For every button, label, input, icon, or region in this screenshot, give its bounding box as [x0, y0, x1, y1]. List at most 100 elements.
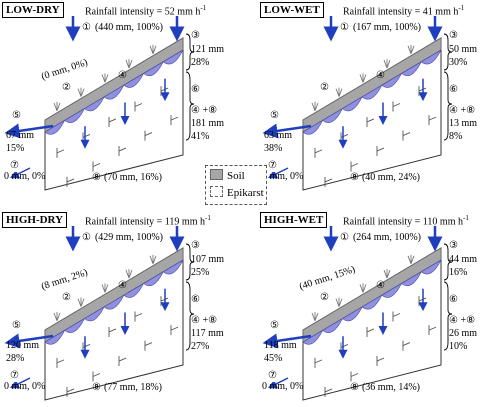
legend-epikarst-label: Epikarst	[227, 187, 264, 199]
high-dry-vegetation	[149, 254, 157, 264]
high-dry-brace-bottom	[185, 281, 195, 351]
rainfall-text: Rainfall intensity = 119 mm h	[85, 216, 205, 228]
low-wet-epikarst-water	[302, 49, 442, 135]
marker-8: ⑧	[350, 172, 359, 183]
high-wet-c3-mm: 44 mm	[449, 254, 478, 265]
low-wet-rainfall-intensity: Rainfall intensity = 41 mm h-1	[343, 4, 464, 17]
c8-value: (70 mm, 16%)	[103, 172, 163, 183]
input-value: (440 mm, 100%)	[94, 22, 164, 33]
high-dry-vegetation	[101, 283, 109, 293]
high-dry-c3-pct: 25%	[191, 267, 210, 278]
low-wet-marker-2: ②	[320, 82, 329, 93]
high-wet-fracture	[376, 356, 385, 367]
legend-soil: Soil	[210, 169, 245, 182]
low-dry-vegetation	[101, 73, 109, 83]
unit-superscript: -1	[458, 4, 465, 12]
high-wet-vegetation	[407, 254, 415, 264]
low-wet-c3-mm: 50 mm	[449, 44, 478, 55]
high-dry-vegetation	[77, 297, 85, 307]
high-dry-marker-2: ②	[62, 292, 71, 303]
high-wet-lateral-flow-arrow	[262, 333, 312, 349]
high-wet-c48-pct: 10%	[449, 341, 468, 352]
unit-superscript: -1	[204, 214, 211, 222]
low-dry-lateral-flow-arrow	[4, 123, 54, 139]
marker-8: ⑧	[350, 382, 359, 393]
high-wet-fracture	[314, 357, 323, 368]
low-dry-c5-mm: 67 mm	[6, 130, 35, 141]
high-wet-brace-top	[443, 243, 453, 281]
low-wet-c48-pct: 8%	[449, 131, 463, 142]
high-dry-fracture	[108, 326, 117, 337]
high-dry-rainfall-intensity: Rainfall intensity = 119 mm h-1	[85, 214, 211, 227]
high-dry-c5-pct: 28%	[6, 353, 25, 364]
low-dry-vegetation	[125, 59, 133, 69]
low-wet-vegetation	[311, 101, 319, 112]
legend-soil-label: Soil	[227, 170, 245, 182]
low-dry-marker-7: ⑦	[10, 160, 19, 172]
low-dry-tag: LOW-DRY	[2, 2, 64, 18]
low-dry-c5-pct: 15%	[6, 143, 25, 154]
rainfall-text: Rainfall intensity = 110 mm h	[343, 216, 463, 228]
low-dry-epikarst-water	[44, 49, 184, 135]
low-wet-marker-6: ⑥	[449, 84, 458, 95]
input-value: (167 mm, 100%)	[352, 22, 422, 33]
high-dry-marker-6: ⑥	[191, 294, 200, 305]
high-wet-c5-mm: 118 mm	[264, 340, 297, 351]
low-wet-marker-3: ③	[449, 30, 458, 41]
high-dry-brace-top	[185, 243, 195, 281]
high-dry-marker-7: ⑦	[10, 370, 19, 382]
high-wet-marker-4-8: ④ +⑧	[449, 315, 476, 326]
high-wet-c48-mm: 26 mm	[449, 328, 478, 339]
c8-value: (40 mm, 24%)	[361, 172, 421, 183]
high-dry-tag: HIGH-DRY	[2, 212, 68, 228]
high-wet-deep-arrow	[267, 377, 289, 389]
low-wet-input-rain: ①(167 mm, 100%)	[340, 22, 421, 34]
high-dry-deep-arrow	[9, 377, 31, 389]
legend: Soil Epikarst	[205, 165, 267, 205]
low-wet-brace-bottom	[443, 71, 453, 141]
low-wet-fracture	[324, 176, 333, 187]
marker-1: ①	[82, 232, 91, 243]
high-dry-fracture	[92, 371, 101, 382]
high-dry-fracture	[134, 311, 143, 322]
high-dry-deep-percolation: ⑧(77 mm, 18%)	[92, 382, 162, 394]
high-wet-epikarst-water	[302, 259, 442, 345]
marker-1: ①	[340, 22, 349, 33]
high-dry-c48-mm: 117 mm	[191, 328, 224, 339]
high-dry-fracture	[66, 386, 75, 397]
input-value: (429 mm, 100%)	[94, 232, 164, 243]
high-wet-c5-pct: 45%	[264, 353, 283, 364]
high-wet-vegetation	[335, 297, 343, 307]
high-dry-fracture	[144, 340, 153, 351]
low-dry-c3-pct: 28%	[191, 57, 210, 68]
high-dry-marker-4-8: ④ +⑧	[191, 315, 218, 326]
rainfall-text: Rainfall intensity = 52 mm h	[85, 6, 201, 18]
low-wet-fracture	[428, 115, 437, 126]
high-dry-vegetation	[53, 311, 61, 322]
epikarst-swatch	[210, 186, 223, 197]
low-wet-tag: LOW-WET	[260, 2, 324, 18]
low-dry-fracture	[56, 147, 65, 158]
low-dry-marker-5: ⑤	[12, 110, 21, 122]
low-dry-fracture	[118, 146, 127, 157]
marker-8: ⑧	[92, 172, 101, 183]
low-dry-c48-mm: 181 mm	[191, 118, 225, 129]
high-dry-c7: 0 mm, 0%	[4, 381, 46, 392]
high-wet-rainfall-intensity: Rainfall intensity = 110 mm h-1	[343, 214, 469, 227]
high-wet-marker-2: ②	[320, 292, 329, 303]
low-wet-vegetation	[335, 87, 343, 97]
high-wet-input-rain: ①(264 mm, 100%)	[340, 232, 421, 244]
marker-1: ①	[82, 22, 91, 33]
high-dry-lateral-flow-arrow	[4, 333, 54, 349]
low-wet-c5-mm: 63 mm	[264, 130, 293, 141]
low-dry-deep-percolation: ⑧(70 mm, 16%)	[92, 172, 162, 184]
low-wet-vegetation	[383, 59, 391, 69]
high-dry-fracture	[56, 357, 65, 368]
low-dry-input-rain: ①(440 mm, 100%)	[82, 22, 163, 34]
high-wet-brace-bottom	[443, 281, 453, 351]
low-wet-deep-percolation: ⑧(40 mm, 24%)	[350, 172, 420, 184]
high-wet-marker-6: ⑥	[449, 294, 458, 305]
low-dry-fracture	[134, 101, 143, 112]
high-dry-fracture	[118, 356, 127, 367]
